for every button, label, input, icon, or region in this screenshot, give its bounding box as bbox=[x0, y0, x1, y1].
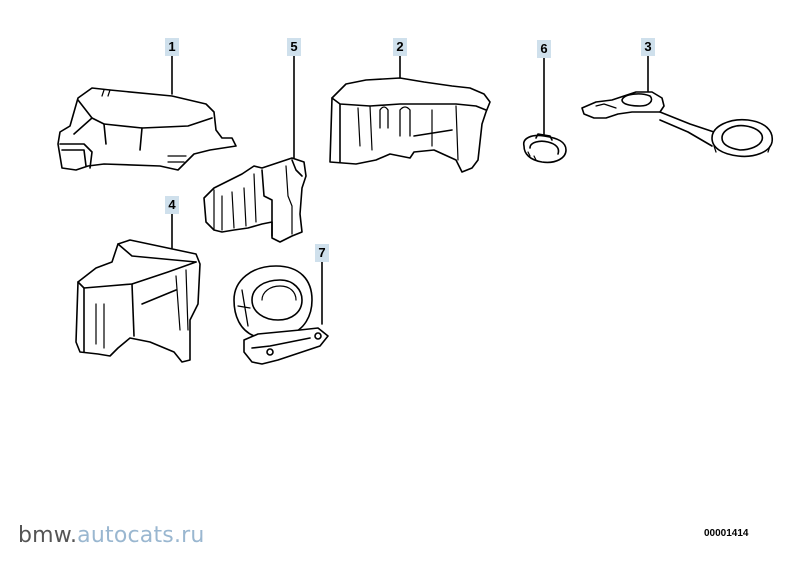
diagram-code: 00001414 bbox=[704, 528, 749, 539]
part-7-holder bbox=[233, 261, 329, 365]
part-4-cover bbox=[75, 213, 201, 363]
part-2-cover bbox=[329, 55, 491, 173]
part-3-strap bbox=[581, 55, 773, 158]
callout-6: 6 bbox=[537, 40, 551, 58]
part-5-clip bbox=[203, 55, 307, 243]
watermark: bmw.autocats.ru bbox=[18, 523, 205, 548]
watermark-prefix: bmw. bbox=[18, 523, 78, 548]
callout-4: 4 bbox=[165, 196, 179, 214]
callout-5: 5 bbox=[287, 38, 301, 56]
callout-2: 2 bbox=[393, 38, 407, 56]
callout-3: 3 bbox=[641, 38, 655, 56]
watermark-domain: autocats.ru bbox=[77, 523, 205, 548]
part-1-cover bbox=[57, 55, 237, 171]
callout-1: 1 bbox=[165, 38, 179, 56]
callout-7: 7 bbox=[315, 244, 329, 262]
part-6-grommet bbox=[522, 57, 567, 164]
